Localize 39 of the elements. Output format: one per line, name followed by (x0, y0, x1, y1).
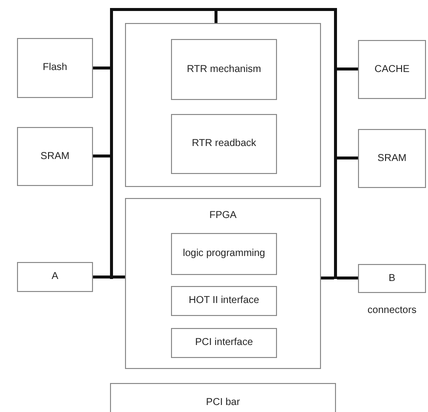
bus-line (334, 11, 337, 279)
block-box (358, 129, 426, 188)
bus-connector (337, 68, 358, 70)
block-box (17, 38, 93, 98)
bus-connector (214, 11, 218, 23)
block-label: B (388, 272, 396, 284)
bus-connector (93, 154, 110, 158)
block-label: RTR mechanism (186, 64, 262, 76)
module-box (125, 23, 321, 187)
block-label: SRAM (378, 152, 406, 164)
bus-connector (337, 276, 358, 280)
block-box (171, 328, 277, 358)
block-box (171, 39, 277, 100)
block-label: PCI bar (206, 397, 240, 409)
block-box (110, 383, 336, 412)
bus-connector (93, 276, 110, 278)
bus-connector (321, 276, 334, 280)
block-label: A (52, 271, 58, 283)
block-label: PCI interface (195, 337, 253, 349)
block-label: Flash (42, 62, 68, 74)
block-label: SRAM (40, 150, 70, 162)
block-label: CACHE (374, 64, 410, 76)
block-box (171, 114, 277, 174)
block-label: FPGA (209, 210, 237, 222)
block-label: RTR readback (192, 138, 256, 150)
block-box (17, 262, 93, 292)
bus-line (110, 8, 337, 11)
bus-line (110, 11, 113, 279)
block-box (358, 40, 426, 99)
block-box (171, 286, 277, 316)
block-box (17, 127, 93, 186)
caption-text: connectors (366, 305, 418, 316)
bus-connector (113, 276, 125, 278)
block-box (125, 198, 321, 369)
block-label: HOT II interface (188, 295, 260, 307)
bus-connector (93, 66, 110, 70)
bus-connector (337, 156, 358, 160)
block-box (171, 233, 277, 275)
block-label: logic programming (182, 248, 266, 260)
